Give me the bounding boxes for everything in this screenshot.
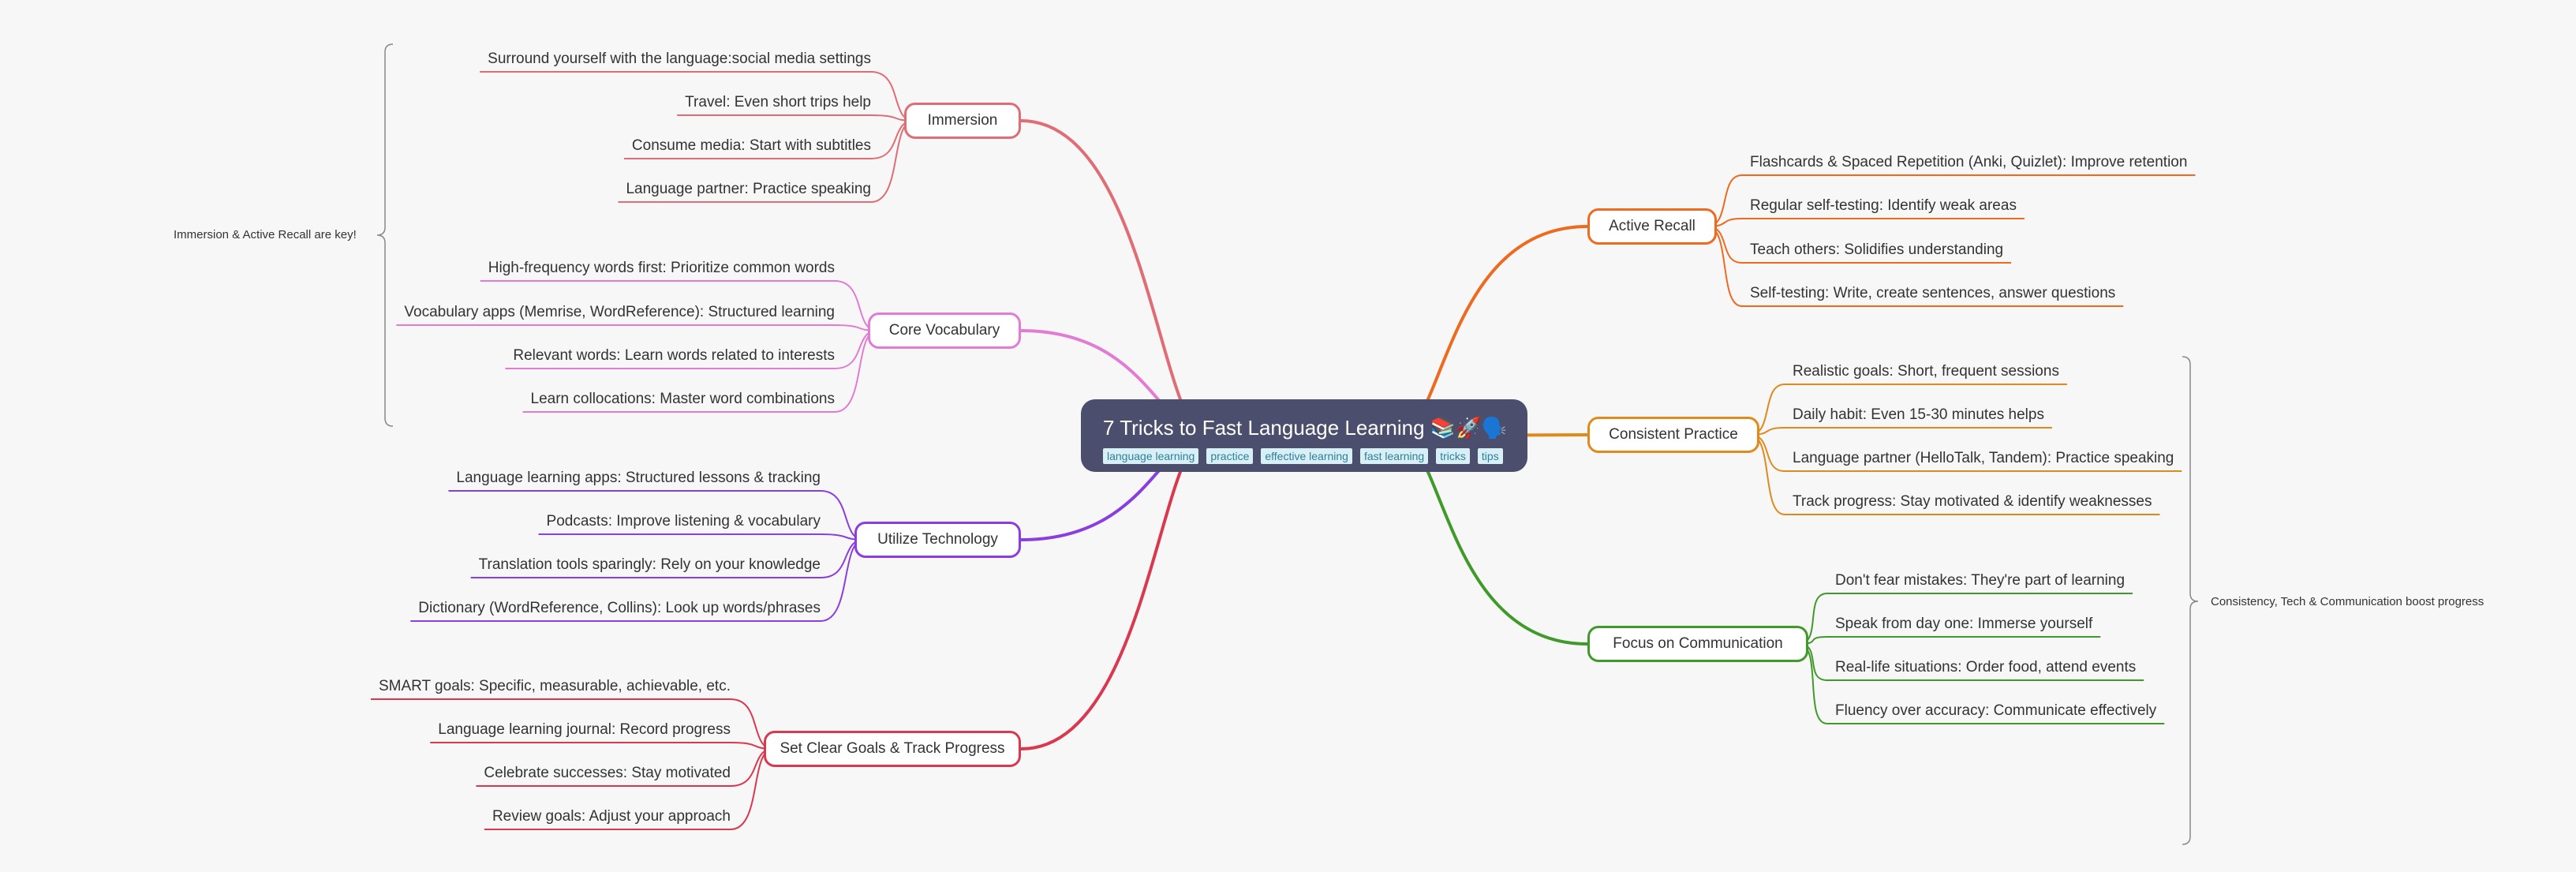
tag[interactable]: fast learning bbox=[1359, 448, 1429, 464]
leaf-topic[interactable]: Teach others: Solidifies understanding bbox=[1750, 241, 2004, 258]
connector-line bbox=[1707, 218, 2025, 227]
leaf-topic[interactable]: Speak from day one: Immerse yourself bbox=[1835, 616, 2093, 632]
root-topic[interactable]: 7 Tricks to Fast Language Learning 📚🚀🗣️ … bbox=[1081, 399, 1527, 472]
leaf-topic[interactable]: Self-testing: Write, create sentences, a… bbox=[1750, 285, 2116, 301]
leaf-topic[interactable]: Fluency over accuracy: Communicate effec… bbox=[1835, 702, 2157, 719]
connector-line bbox=[430, 742, 774, 750]
leaf-topic[interactable]: Language learning journal: Record progre… bbox=[438, 721, 731, 738]
tag[interactable]: tips bbox=[1477, 448, 1503, 464]
tag[interactable]: tricks bbox=[1436, 448, 1470, 464]
leaf-topic[interactable]: Celebrate successes: Stay motivated bbox=[484, 765, 731, 781]
leaf-topic[interactable]: Language partner (HelloTalk, Tandem): Pr… bbox=[1793, 450, 2174, 466]
connector-line bbox=[1798, 636, 2101, 645]
connector-line bbox=[396, 324, 878, 331]
connector-line bbox=[376, 43, 394, 427]
leaf-topic[interactable]: Language learning apps: Structured lesso… bbox=[456, 470, 821, 486]
leaf-topic[interactable]: Flashcards & Spaced Repetition (Anki, Qu… bbox=[1750, 154, 2188, 170]
leaf-topic[interactable]: Realistic goals: Short, frequent session… bbox=[1793, 363, 2059, 380]
branch-utilize-technology[interactable]: Utilize Technology bbox=[854, 522, 1021, 558]
branch-immersion[interactable]: Immersion bbox=[904, 103, 1021, 139]
connector-line bbox=[677, 114, 914, 122]
leaf-topic[interactable]: Daily habit: Even 15-30 minutes helps bbox=[1793, 406, 2044, 423]
leaf-topic[interactable]: Podcasts: Improve listening & vocabulary bbox=[546, 513, 821, 530]
leaf-topic[interactable]: Track progress: Stay motivated & identif… bbox=[1793, 493, 2152, 510]
summary-right[interactable]: Consistency, Tech & Communication boost … bbox=[2211, 595, 2484, 608]
connector-line bbox=[538, 533, 865, 541]
tag[interactable]: language learning bbox=[1103, 448, 1199, 464]
branch-consistent-practice[interactable]: Consistent Practice bbox=[1587, 417, 1759, 453]
leaf-topic[interactable]: Learn collocations: Master word combinat… bbox=[530, 391, 835, 407]
connector-line bbox=[1749, 427, 2052, 436]
tag[interactable]: practice bbox=[1206, 448, 1254, 464]
leaf-topic[interactable]: Dictionary (WordReference, Collins): Loo… bbox=[418, 600, 821, 616]
leaf-topic[interactable]: Review goals: Adjust your approach bbox=[492, 808, 731, 825]
leaf-topic[interactable]: Relevant words: Learn words related to i… bbox=[513, 347, 835, 364]
leaf-topic[interactable]: Real-life situations: Order food, attend… bbox=[1835, 659, 2137, 676]
branch-set-clear-goals[interactable]: Set Clear Goals & Track Progress bbox=[764, 731, 1021, 767]
connector-line bbox=[1020, 434, 1208, 750]
root-tags: language learning practice effective lea… bbox=[1103, 448, 1527, 464]
branch-core-vocabulary[interactable]: Core Vocabulary bbox=[868, 312, 1021, 349]
root-title: 7 Tricks to Fast Language Learning 📚🚀🗣️ bbox=[1103, 416, 1507, 440]
leaf-topic[interactable]: Travel: Even short trips help bbox=[685, 94, 871, 110]
leaf-topic[interactable]: Vocabulary apps (Memrise, WordReference)… bbox=[404, 304, 835, 320]
branch-focus-on-communication[interactable]: Focus on Communication bbox=[1587, 626, 1808, 662]
summary-left[interactable]: Immersion & Active Recall are key! bbox=[174, 228, 357, 241]
leaf-topic[interactable]: High-frequency words first: Prioritize c… bbox=[488, 260, 835, 276]
leaf-topic[interactable]: Language partner: Practice speaking bbox=[626, 181, 871, 197]
leaf-topic[interactable]: Translation tools sparingly: Rely on you… bbox=[478, 556, 821, 573]
connector-line bbox=[1020, 119, 1208, 437]
connector-line bbox=[2182, 356, 2199, 845]
leaf-topic[interactable]: Consume media: Start with subtitles bbox=[631, 137, 871, 154]
tag[interactable]: effective learning bbox=[1261, 448, 1352, 464]
leaf-topic[interactable]: Don't fear mistakes: They're part of lea… bbox=[1835, 572, 2125, 589]
leaf-topic[interactable]: Regular self-testing: Identify weak area… bbox=[1750, 197, 2017, 214]
branch-active-recall[interactable]: Active Recall bbox=[1587, 208, 1717, 245]
leaf-topic[interactable]: SMART goals: Specific, measurable, achie… bbox=[378, 678, 731, 694]
leaf-topic[interactable]: Surround yourself with the language:soci… bbox=[488, 51, 871, 67]
